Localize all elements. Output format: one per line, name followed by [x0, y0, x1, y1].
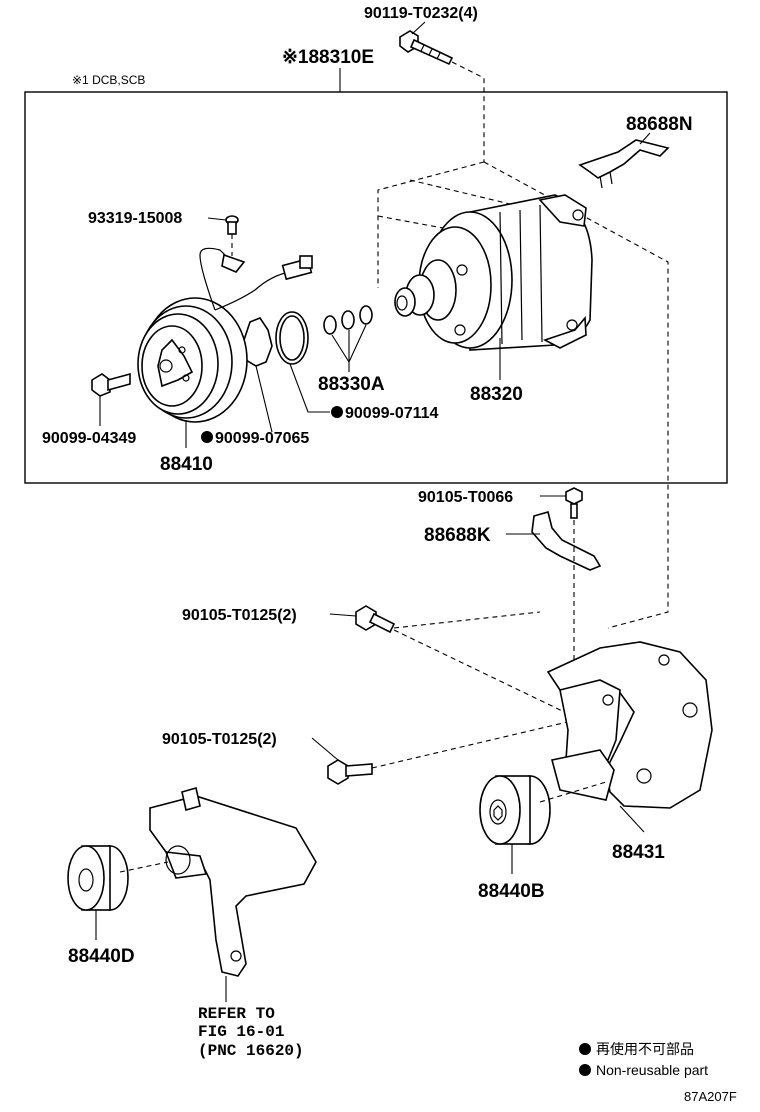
- clutch-wire: [199, 247, 291, 311]
- idler-b-dash: [539, 781, 607, 803]
- label-bolt-b: 90105-T0125(2): [162, 731, 277, 748]
- snap-ring-icon: [275, 311, 309, 365]
- label-clutch: 88410: [160, 454, 213, 475]
- clutch-88410-icon: [137, 297, 248, 423]
- bracket-88688n-icon: [578, 139, 670, 189]
- idler-d-dash: [119, 861, 169, 873]
- shims-88330a-icon: [323, 305, 373, 335]
- label-snap-ring: 90099-07114: [345, 405, 439, 422]
- label-spacer: 90099-07065: [215, 430, 309, 447]
- snap-ring-leader: [289, 363, 330, 413]
- label-shims: 88330A: [318, 374, 385, 395]
- connector-icon-2: [299, 255, 313, 269]
- bolt-t0125-lower-leader: [311, 737, 339, 761]
- compressor-dash-outline: [377, 161, 485, 288]
- label-bracket-lower: 88688K: [424, 525, 491, 546]
- bolt-90119-dash: [451, 61, 485, 162]
- legend-jp: 再使用不可部品: [596, 1041, 694, 1057]
- legend-dot-en: [579, 1064, 591, 1076]
- bolt-90119-leader: [411, 21, 426, 35]
- label-compressor: 88320: [470, 384, 523, 405]
- label-bracket-upper: 88688N: [626, 114, 693, 135]
- mount-bracket-leader: [619, 805, 645, 833]
- bolt-90105-t0125-upper-icon: [355, 605, 396, 634]
- label-note: ※1 DCB,SCB: [72, 73, 145, 87]
- label-bolt-bracket: 90105-T0066: [418, 489, 513, 506]
- bolt-90119-icon: [399, 30, 454, 66]
- bracket-88688k-icon: [531, 511, 602, 571]
- label-bolt-a: 90105-T0125(2): [182, 607, 297, 624]
- label-mount-bracket: 88431: [612, 842, 665, 863]
- bolt-t0125-upper-leader: [329, 613, 357, 617]
- bolt-t0125-lower-dash: [371, 711, 611, 769]
- label-bolt-pulley: 90099-04349: [42, 430, 136, 447]
- screw-93319-leader: [207, 217, 227, 221]
- label-idler-b: 88440B: [478, 881, 545, 902]
- tensioner-bracket-icon: [149, 786, 317, 977]
- reference-line-1: REFER TO: [198, 1005, 275, 1023]
- bolt-90105-t0125-lower-icon: [327, 759, 373, 785]
- idler-88440b-icon: [479, 775, 551, 845]
- compressor-88320-icon: [394, 194, 593, 351]
- label-screw-clutch: 93319-15008: [88, 210, 182, 227]
- reference-line-3: (PNC 16620): [198, 1042, 304, 1060]
- figure-code: 87A207F: [684, 1089, 737, 1104]
- bolt-90105-t0066-icon: [565, 487, 583, 519]
- idler-88440d-icon: [67, 845, 129, 911]
- bolt-t0125-upper-dash: [393, 629, 607, 733]
- reference-line-2: FIG 16-01: [198, 1023, 284, 1041]
- screw-93319-icon: [221, 215, 246, 273]
- nonreusable-dot-spacer: [201, 431, 213, 443]
- label-assembly: ※188310E: [282, 47, 374, 68]
- bracket-88688n-leader: [639, 132, 651, 145]
- assembly-box: [24, 91, 728, 484]
- legend-dot-jp: [579, 1043, 591, 1055]
- nonreusable-dot-snap: [331, 406, 343, 418]
- bolt-t0125-upper-dash-2: [393, 611, 541, 629]
- spacer-leader: [255, 365, 273, 433]
- label-idler-d: 88440D: [68, 946, 135, 967]
- spacer-icon: [243, 317, 273, 367]
- mount-bracket-88431-icon: [546, 641, 713, 809]
- bolt-90099-icon: [91, 372, 131, 397]
- legend-en: Non-reusable part: [596, 1062, 708, 1078]
- label-bolt-top: 90119-T0232(4): [364, 5, 478, 22]
